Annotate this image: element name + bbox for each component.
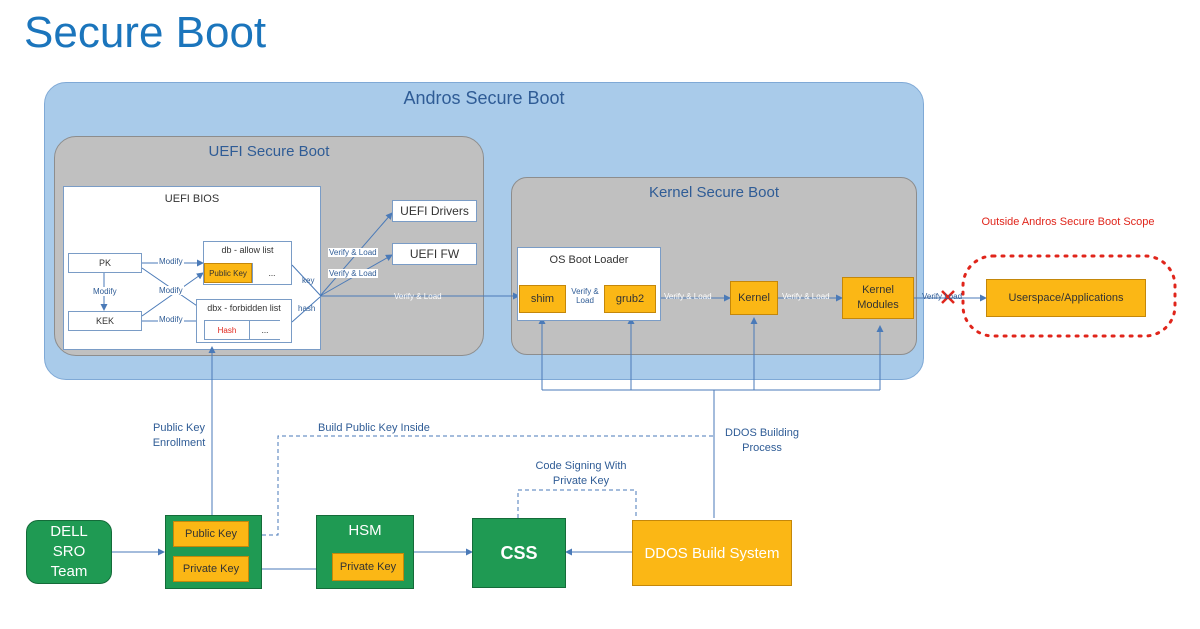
modify-label-pk-db: Modify <box>158 257 184 266</box>
os-boot-loader-label: OS Boot Loader <box>549 254 629 266</box>
dbx-forbidden-list-label: dbx - forbidden list <box>207 303 281 313</box>
andros-secure-boot-label: Andros Secure Boot <box>403 88 565 108</box>
build-public-key-inside-label: Build Public Key Inside <box>318 422 430 434</box>
public-key-box: Public Key <box>173 521 249 547</box>
db-public-key-cell: Public Key <box>204 263 252 283</box>
hsm-private-key-box: Private Key <box>332 553 404 581</box>
grub2-box: grub2 <box>604 285 656 313</box>
dell-sro-team-box: DELL SRO Team <box>26 520 112 584</box>
dbx-hash-cell: Hash <box>204 320 250 340</box>
modify-label-kek-dbx: Modify <box>158 315 184 324</box>
pk-box: PK <box>68 253 142 273</box>
verify-load-label-modules: Verify & Load <box>782 292 830 301</box>
verify-load-label-kernel: Verify & Load <box>664 292 712 301</box>
key-label: key <box>302 276 315 285</box>
kernel-modules-box: Kernel Modules <box>842 277 914 319</box>
ddos-build-system-box: DDOS Build System <box>632 520 792 586</box>
dbx-forbidden-list: dbx - forbidden list <box>196 299 292 343</box>
uefi-drivers-box: UEFI Drivers <box>392 200 477 222</box>
public-key-enrollment-label: Public Key Enrollment <box>152 422 206 449</box>
private-key-box: Private Key <box>173 556 249 582</box>
ddos-building-process-label: DDOS Building Process <box>725 427 799 454</box>
hash-label: hash <box>298 304 316 313</box>
verify-load-label-shim: Verify & Load <box>394 292 442 301</box>
page-title: Secure Boot <box>24 8 267 57</box>
dbx-more-cell: ... <box>250 320 280 340</box>
uefi-secure-boot-label: UEFI Secure Boot <box>208 143 330 160</box>
uefi-bios-label: UEFI BIOS <box>164 193 220 205</box>
css-box: CSS <box>472 518 566 588</box>
userspace-applications-box: Userspace/Applications <box>986 279 1146 317</box>
db-more-cell: ... <box>252 263 291 283</box>
verify-load-label-grub: Verify & Load <box>571 287 599 305</box>
kernel-box: Kernel <box>730 281 778 315</box>
db-allow-list-label: db - allow list <box>221 245 274 255</box>
outside-scope-label: Outside Andros Secure Boot Scope <box>981 216 1155 228</box>
verify-load-label-fw: Verify & Load <box>328 269 378 278</box>
verify-load-label-userspace: Verify Load <box>922 292 963 301</box>
verify-load-label-drivers: Verify & Load <box>328 248 378 257</box>
shim-box: shim <box>519 285 566 313</box>
modify-label-pk-kek: Modify <box>92 287 118 296</box>
code-signing-label: Code Signing With Private Key <box>535 460 627 487</box>
modify-label-cross: Modify <box>158 286 184 295</box>
hsm-label: HSM <box>348 522 382 539</box>
uefi-fw-box: UEFI FW <box>392 243 477 265</box>
kernel-secure-boot-label: Kernel Secure Boot <box>648 184 780 201</box>
kek-box: KEK <box>68 311 142 331</box>
